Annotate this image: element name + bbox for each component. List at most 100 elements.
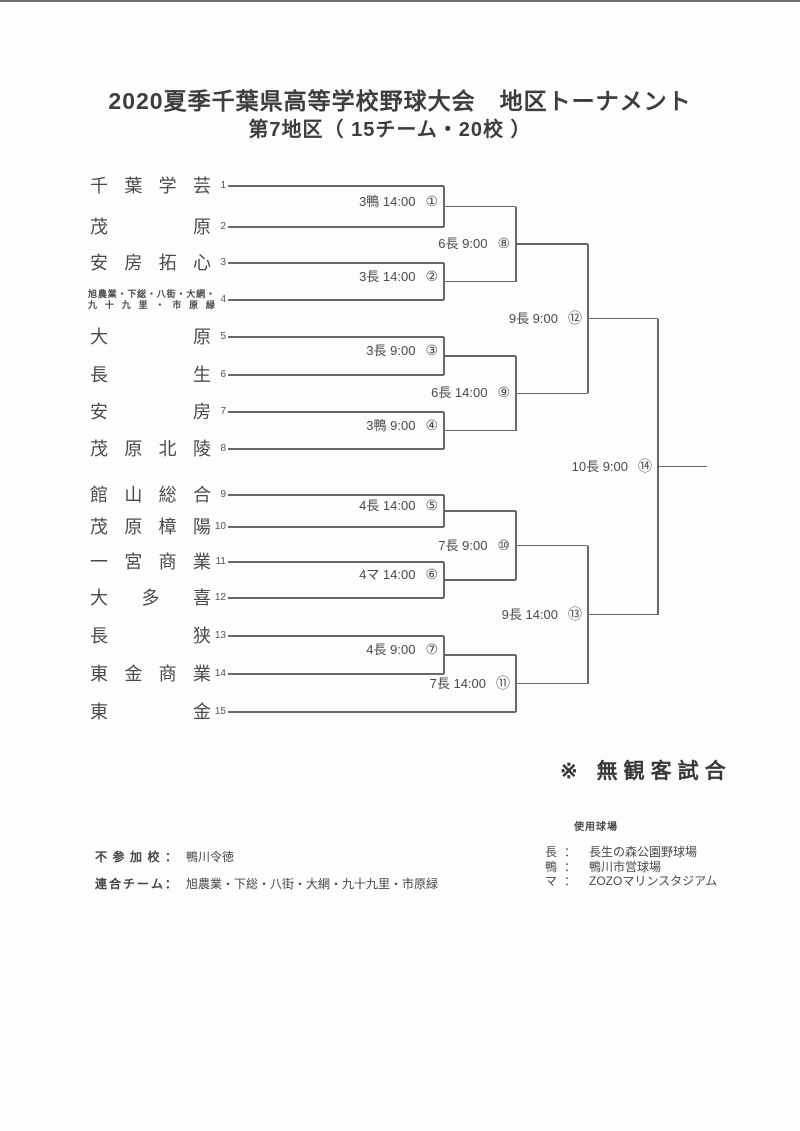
char: 東 <box>90 701 108 722</box>
char: 北 <box>158 438 177 459</box>
match-number: ④ <box>425 416 438 433</box>
match-venue-time: 3鴨 9:00 <box>366 417 416 433</box>
char: 樟 <box>158 516 177 537</box>
winner-line <box>444 429 516 432</box>
district-subtitle: 第7地区（ 15チーム・20校 ） <box>248 119 532 141</box>
winner-line <box>658 465 707 468</box>
char: 安 <box>90 252 108 273</box>
char: 連 <box>95 877 108 891</box>
match-number: ⑪ <box>496 674 510 691</box>
char: 長 <box>90 625 108 646</box>
char: 金 <box>124 663 143 684</box>
winner-line <box>444 654 516 656</box>
winner-line <box>444 510 516 512</box>
char: 一 <box>90 551 108 572</box>
char: 山 <box>124 484 143 505</box>
match-number: ⑩ <box>497 536 510 553</box>
char: 市 <box>172 299 182 310</box>
team-name: 茂原 <box>90 217 211 238</box>
team-seed: 15 <box>214 706 226 717</box>
char: 安 <box>90 401 108 422</box>
char: 街 <box>166 288 176 299</box>
char: 不 <box>95 850 108 864</box>
scan-edge-artifact <box>0 0 800 2</box>
char: 多 <box>141 587 160 608</box>
team-seed: 1 <box>220 180 226 191</box>
venue-name: ZOZOマリンスタジアム <box>589 874 718 888</box>
reference-mark: ※ <box>560 760 578 783</box>
winner-line <box>444 280 516 283</box>
team-seed: 4 <box>220 294 226 305</box>
match-venue-time: 6長 9:00 <box>438 236 488 251</box>
combined-name-row: 九十九里・市原緑 <box>88 300 215 311</box>
char: 葉 <box>124 175 143 196</box>
char: 茂 <box>90 216 108 237</box>
match-number: ⑥ <box>425 566 438 582</box>
char: 合 <box>192 484 211 505</box>
match-venue-time: 3長 14:00 <box>359 268 416 284</box>
no-spectators-note: ※ 無観客試合 <box>560 761 732 783</box>
team-line <box>228 597 444 599</box>
team-name: 安房 <box>90 402 211 423</box>
char: 大 <box>90 326 108 347</box>
char: 業 <box>107 288 117 299</box>
winner-line <box>588 317 658 320</box>
team-name: 長生 <box>90 365 211 386</box>
venue-key: 長 <box>545 845 558 859</box>
char: 心 <box>192 252 211 273</box>
team-seed: 8 <box>220 443 226 454</box>
match-number: ③ <box>425 342 438 358</box>
char: ： <box>164 877 177 891</box>
char: 大 <box>186 288 196 299</box>
winner-line <box>516 392 588 394</box>
tournament-title: 2020夏季千葉県高等学校野球大会 地区トーナメント <box>108 88 692 114</box>
team-line <box>228 673 444 675</box>
non-participants-label: 不参加校： <box>95 850 177 865</box>
team-line <box>228 185 444 187</box>
char: 商 <box>158 663 177 684</box>
char: ・ <box>146 288 156 299</box>
team-name: 大多喜 <box>90 588 211 609</box>
winner-line <box>444 205 516 208</box>
char: 東 <box>90 663 108 684</box>
winner-line <box>444 579 516 581</box>
char: 緑 <box>205 299 215 310</box>
team-line <box>228 448 444 450</box>
team-seed: 11 <box>215 556 226 567</box>
team-name: 千葉学芸 <box>90 176 211 197</box>
char: 拓 <box>158 252 177 273</box>
match-venue-time: 9長 14:00 <box>501 606 558 622</box>
team-name: 一宮商業 <box>90 552 211 573</box>
venue-name: 鴨川市営球場 <box>589 860 662 874</box>
char: 陵 <box>192 438 211 459</box>
winner-line <box>516 243 588 245</box>
match-venue-time: 6長 14:00 <box>431 385 488 401</box>
char: 茂 <box>90 516 108 537</box>
char: ー <box>136 877 149 891</box>
char: 九 <box>121 299 131 310</box>
char: 下 <box>127 288 137 299</box>
team-name: 東金 <box>90 702 211 723</box>
char: ： <box>164 850 177 864</box>
match-venue-time: 7長 14:00 <box>429 675 486 691</box>
char: 商 <box>158 551 177 572</box>
team-line <box>228 494 444 496</box>
team-line <box>228 262 444 264</box>
match-label: 7長 14:00 ⑪ <box>365 674 510 692</box>
team-seed: 3 <box>220 257 226 268</box>
winner-line <box>444 355 516 357</box>
match-number: ⑧ <box>497 235 510 251</box>
char: 狭 <box>193 625 211 646</box>
team-name: 茂原北陵 <box>90 439 211 460</box>
winner-line <box>588 613 658 616</box>
winner-line <box>516 682 588 685</box>
